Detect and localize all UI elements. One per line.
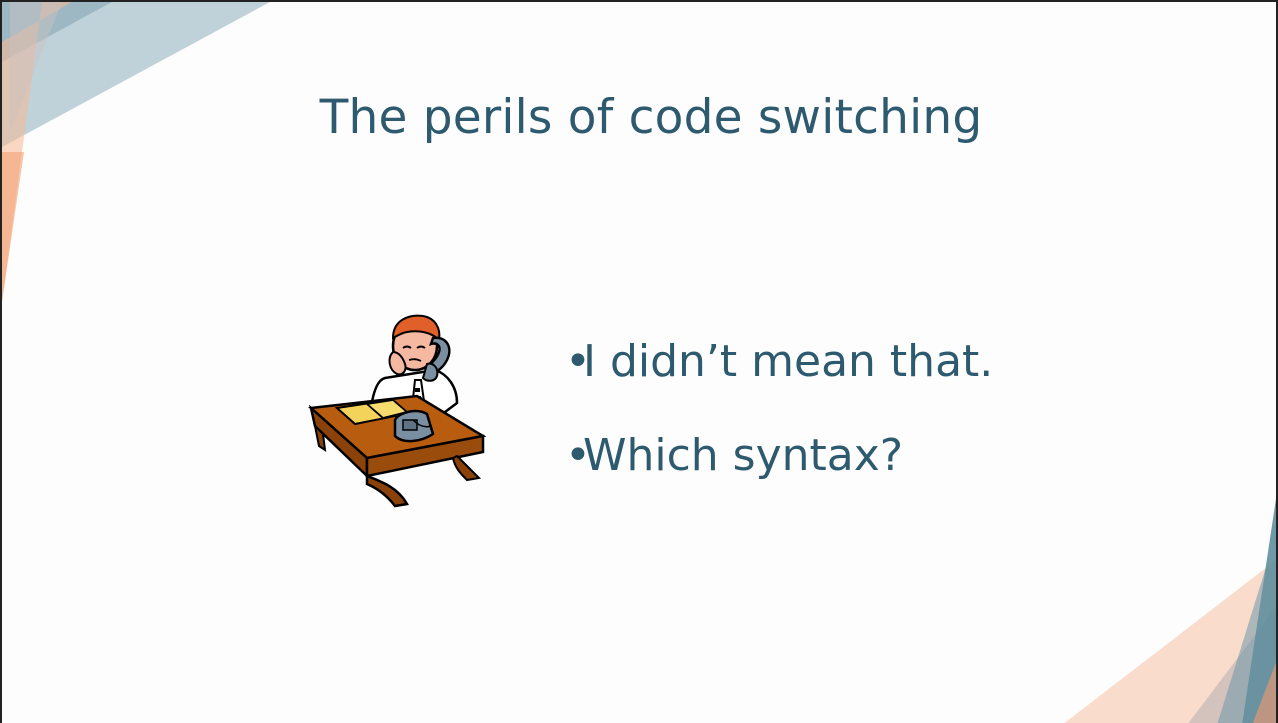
top-left-peach-band	[2, 2, 72, 302]
top-left-teal-band	[2, 2, 270, 147]
man-on-phone-clipart	[308, 314, 487, 508]
top-left-grey-strip	[10, 2, 62, 132]
slide-title: The perils of code switching	[319, 90, 983, 145]
bullet-item-1: •I didn’t mean that.	[565, 338, 993, 386]
bottom-right-peach-edge	[1252, 662, 1276, 723]
bottom-right-teal-light	[1217, 534, 1276, 723]
bullet-marker: •	[565, 430, 591, 481]
bullet-text: I didn’t mean that.	[583, 336, 994, 387]
top-left-peach-edge	[2, 152, 24, 302]
bullet-list: •I didn’t mean that. •Which syntax?	[565, 338, 993, 526]
bullet-text: Which syntax?	[583, 430, 904, 481]
bullet-item-2: •Which syntax?	[565, 432, 993, 480]
bullet-marker: •	[565, 336, 591, 387]
